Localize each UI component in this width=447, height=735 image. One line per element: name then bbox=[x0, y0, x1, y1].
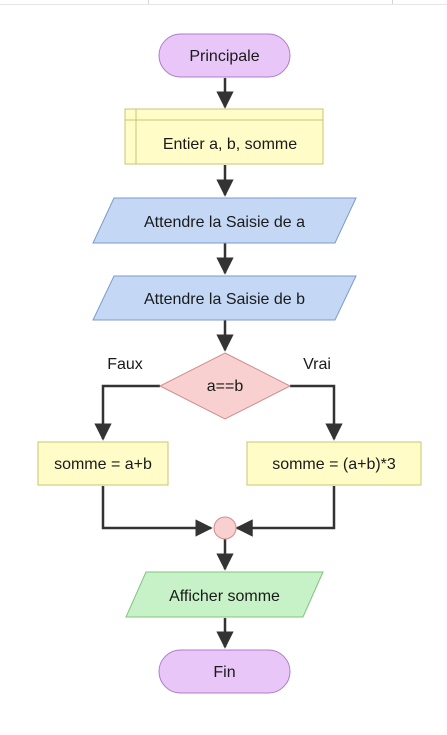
top-border bbox=[0, 0, 447, 5]
input-b-block: Attendre la Saisie de b bbox=[92, 275, 357, 321]
ruler-tick bbox=[148, 0, 149, 4]
ruler-tick bbox=[392, 0, 393, 4]
arrow-false-action-to-merge bbox=[101, 486, 213, 537]
start-label: Principale bbox=[189, 48, 259, 65]
false-action-label: somme = a+b bbox=[54, 456, 152, 473]
merge-connector bbox=[213, 516, 237, 540]
output-label: Afficher somme bbox=[169, 588, 280, 605]
false-branch-label: Faux bbox=[107, 356, 143, 373]
decision-diamond: a==b bbox=[158, 352, 292, 420]
false-action-block: somme = a+b bbox=[37, 441, 169, 486]
true-action-block: somme = (a+b)*3 bbox=[246, 441, 422, 486]
end-terminal: Fin bbox=[158, 649, 291, 694]
input-a-block: Attendre la Saisie de a bbox=[92, 197, 357, 244]
true-action-label: somme = (a+b)*3 bbox=[272, 456, 396, 473]
decision-label: a==b bbox=[207, 378, 244, 395]
end-label: Fin bbox=[213, 664, 235, 681]
arrow-decision-true-branch bbox=[290, 384, 343, 441]
arrow-decision-false-branch bbox=[94, 384, 160, 441]
start-terminal: Principale bbox=[158, 33, 291, 78]
declaration-block: Entier a, b, somme bbox=[124, 108, 324, 165]
true-branch-label: Vrai bbox=[303, 356, 331, 373]
input-a-label: Attendre la Saisie de a bbox=[144, 214, 305, 231]
input-b-label: Attendre la Saisie de b bbox=[144, 291, 305, 308]
output-block: Afficher somme bbox=[125, 571, 324, 618]
declaration-label: Entier a, b, somme bbox=[163, 136, 297, 153]
arrow-true-action-to-merge bbox=[235, 486, 336, 537]
